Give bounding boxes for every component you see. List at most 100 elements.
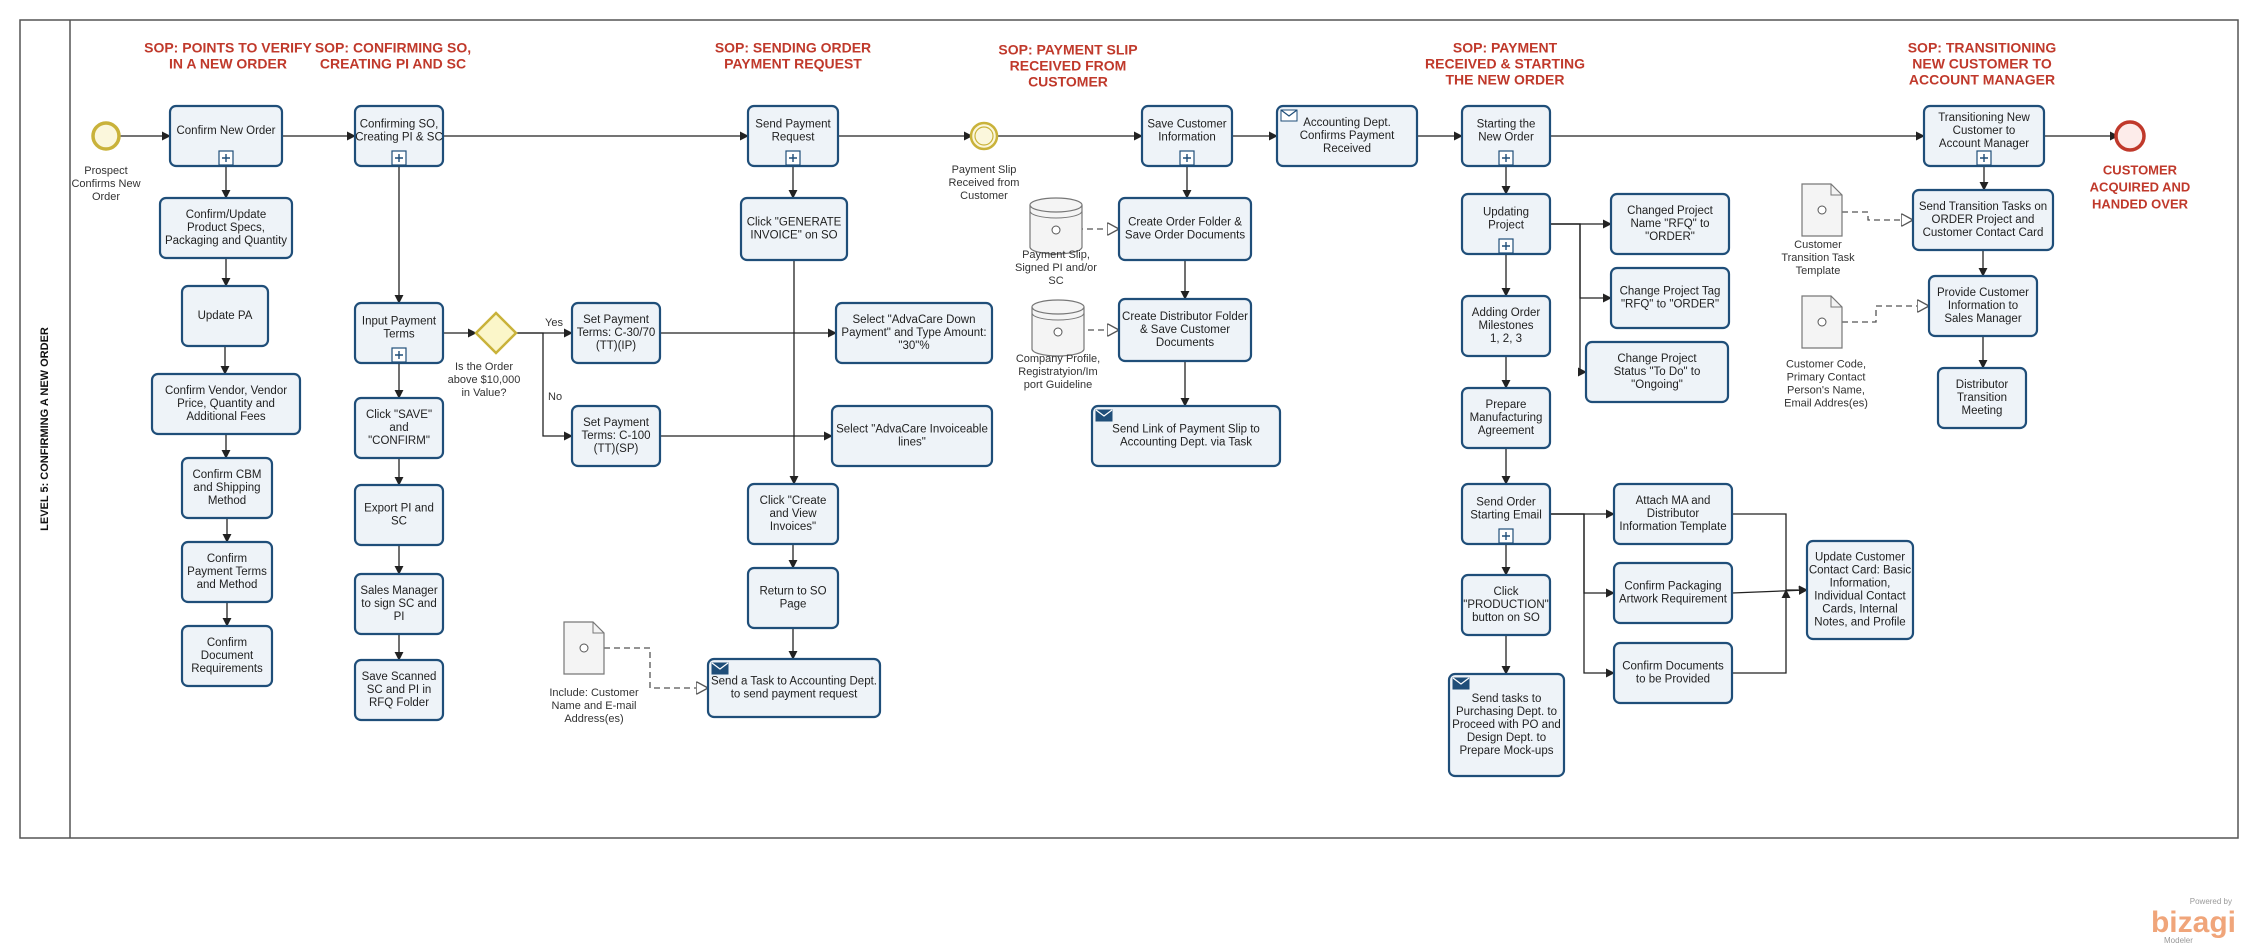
task-box[interactable] [1805,539,1915,641]
task-box[interactable] [1922,104,2046,168]
task-box[interactable] [180,284,270,348]
task-create-distributor-folder[interactable]: Create Distributor Folder& Save Customer… [1117,297,1253,363]
subprocess-plus-icon[interactable] [1976,150,1992,166]
task-box[interactable] [1460,294,1552,358]
task-box[interactable] [706,657,882,719]
task-box[interactable] [1584,340,1730,404]
task-box[interactable] [353,572,445,636]
task-box[interactable] [1609,266,1731,330]
task-box[interactable] [180,456,274,520]
task-box[interactable] [739,196,849,262]
task-box[interactable] [353,104,445,168]
task-confirming-so[interactable]: Confirming SO,Creating PI & SC [353,104,445,168]
task-box[interactable] [1911,188,2055,252]
subprocess-plus-icon[interactable] [218,150,234,166]
subprocess-plus-icon[interactable] [1498,528,1514,544]
task-box[interactable] [1447,672,1566,778]
task-create-order-folder[interactable]: Create Order Folder &Save Order Document… [1117,196,1253,262]
subprocess-plus-icon[interactable] [1179,150,1195,166]
subprocess-plus-icon[interactable] [391,347,407,363]
task-box[interactable] [180,540,274,604]
task-box[interactable] [1612,482,1734,546]
task-box[interactable] [1117,196,1253,262]
task-box[interactable] [1460,482,1552,546]
task-box[interactable] [1090,404,1282,468]
task-box[interactable] [1275,104,1419,168]
task-box[interactable] [746,566,840,630]
task-box[interactable] [168,104,284,168]
task-box[interactable] [1612,641,1734,705]
task-box[interactable] [1612,561,1734,625]
task-change-tag[interactable]: Change Project Tag"RFQ" to "ORDER" [1609,266,1731,330]
task-box[interactable] [353,658,445,722]
task-box[interactable] [150,372,302,436]
subprocess-plus-icon[interactable] [391,150,407,166]
task-update-pa[interactable]: Update PA [180,284,270,348]
task-box[interactable] [180,624,274,688]
task-box[interactable] [746,104,840,168]
task-box[interactable] [1117,297,1253,363]
subprocess-plus-icon[interactable] [785,150,801,166]
subprocess-plus-icon[interactable] [1498,238,1514,254]
task-box[interactable] [353,483,445,547]
task-box[interactable] [1460,192,1552,256]
task-box[interactable] [1460,573,1552,637]
task-box[interactable] [1460,386,1552,450]
task-box[interactable] [1609,192,1731,256]
task-box[interactable] [353,396,445,460]
task-send-task-accounting[interactable]: Send a Task to Accounting Dept.to send p… [706,657,882,719]
task-box[interactable] [570,404,662,468]
task-box[interactable] [834,301,994,365]
task-box[interactable] [158,196,294,260]
task-box[interactable] [570,301,662,365]
task-click-save[interactable]: Click "SAVE"and"CONFIRM" [353,396,445,460]
task-confirm-new-order[interactable]: Confirm New Order [168,104,284,168]
task-box[interactable] [830,404,994,468]
task-box[interactable] [1140,104,1234,168]
task-box[interactable] [746,482,840,546]
subprocess-plus-icon[interactable] [1498,150,1514,166]
task-box[interactable] [1927,274,2039,338]
task-box[interactable] [1936,366,2028,430]
task-click-production[interactable]: Click"PRODUCTION"button on SO [1460,573,1552,637]
task-box[interactable] [1460,104,1552,168]
task-box[interactable] [353,301,445,365]
